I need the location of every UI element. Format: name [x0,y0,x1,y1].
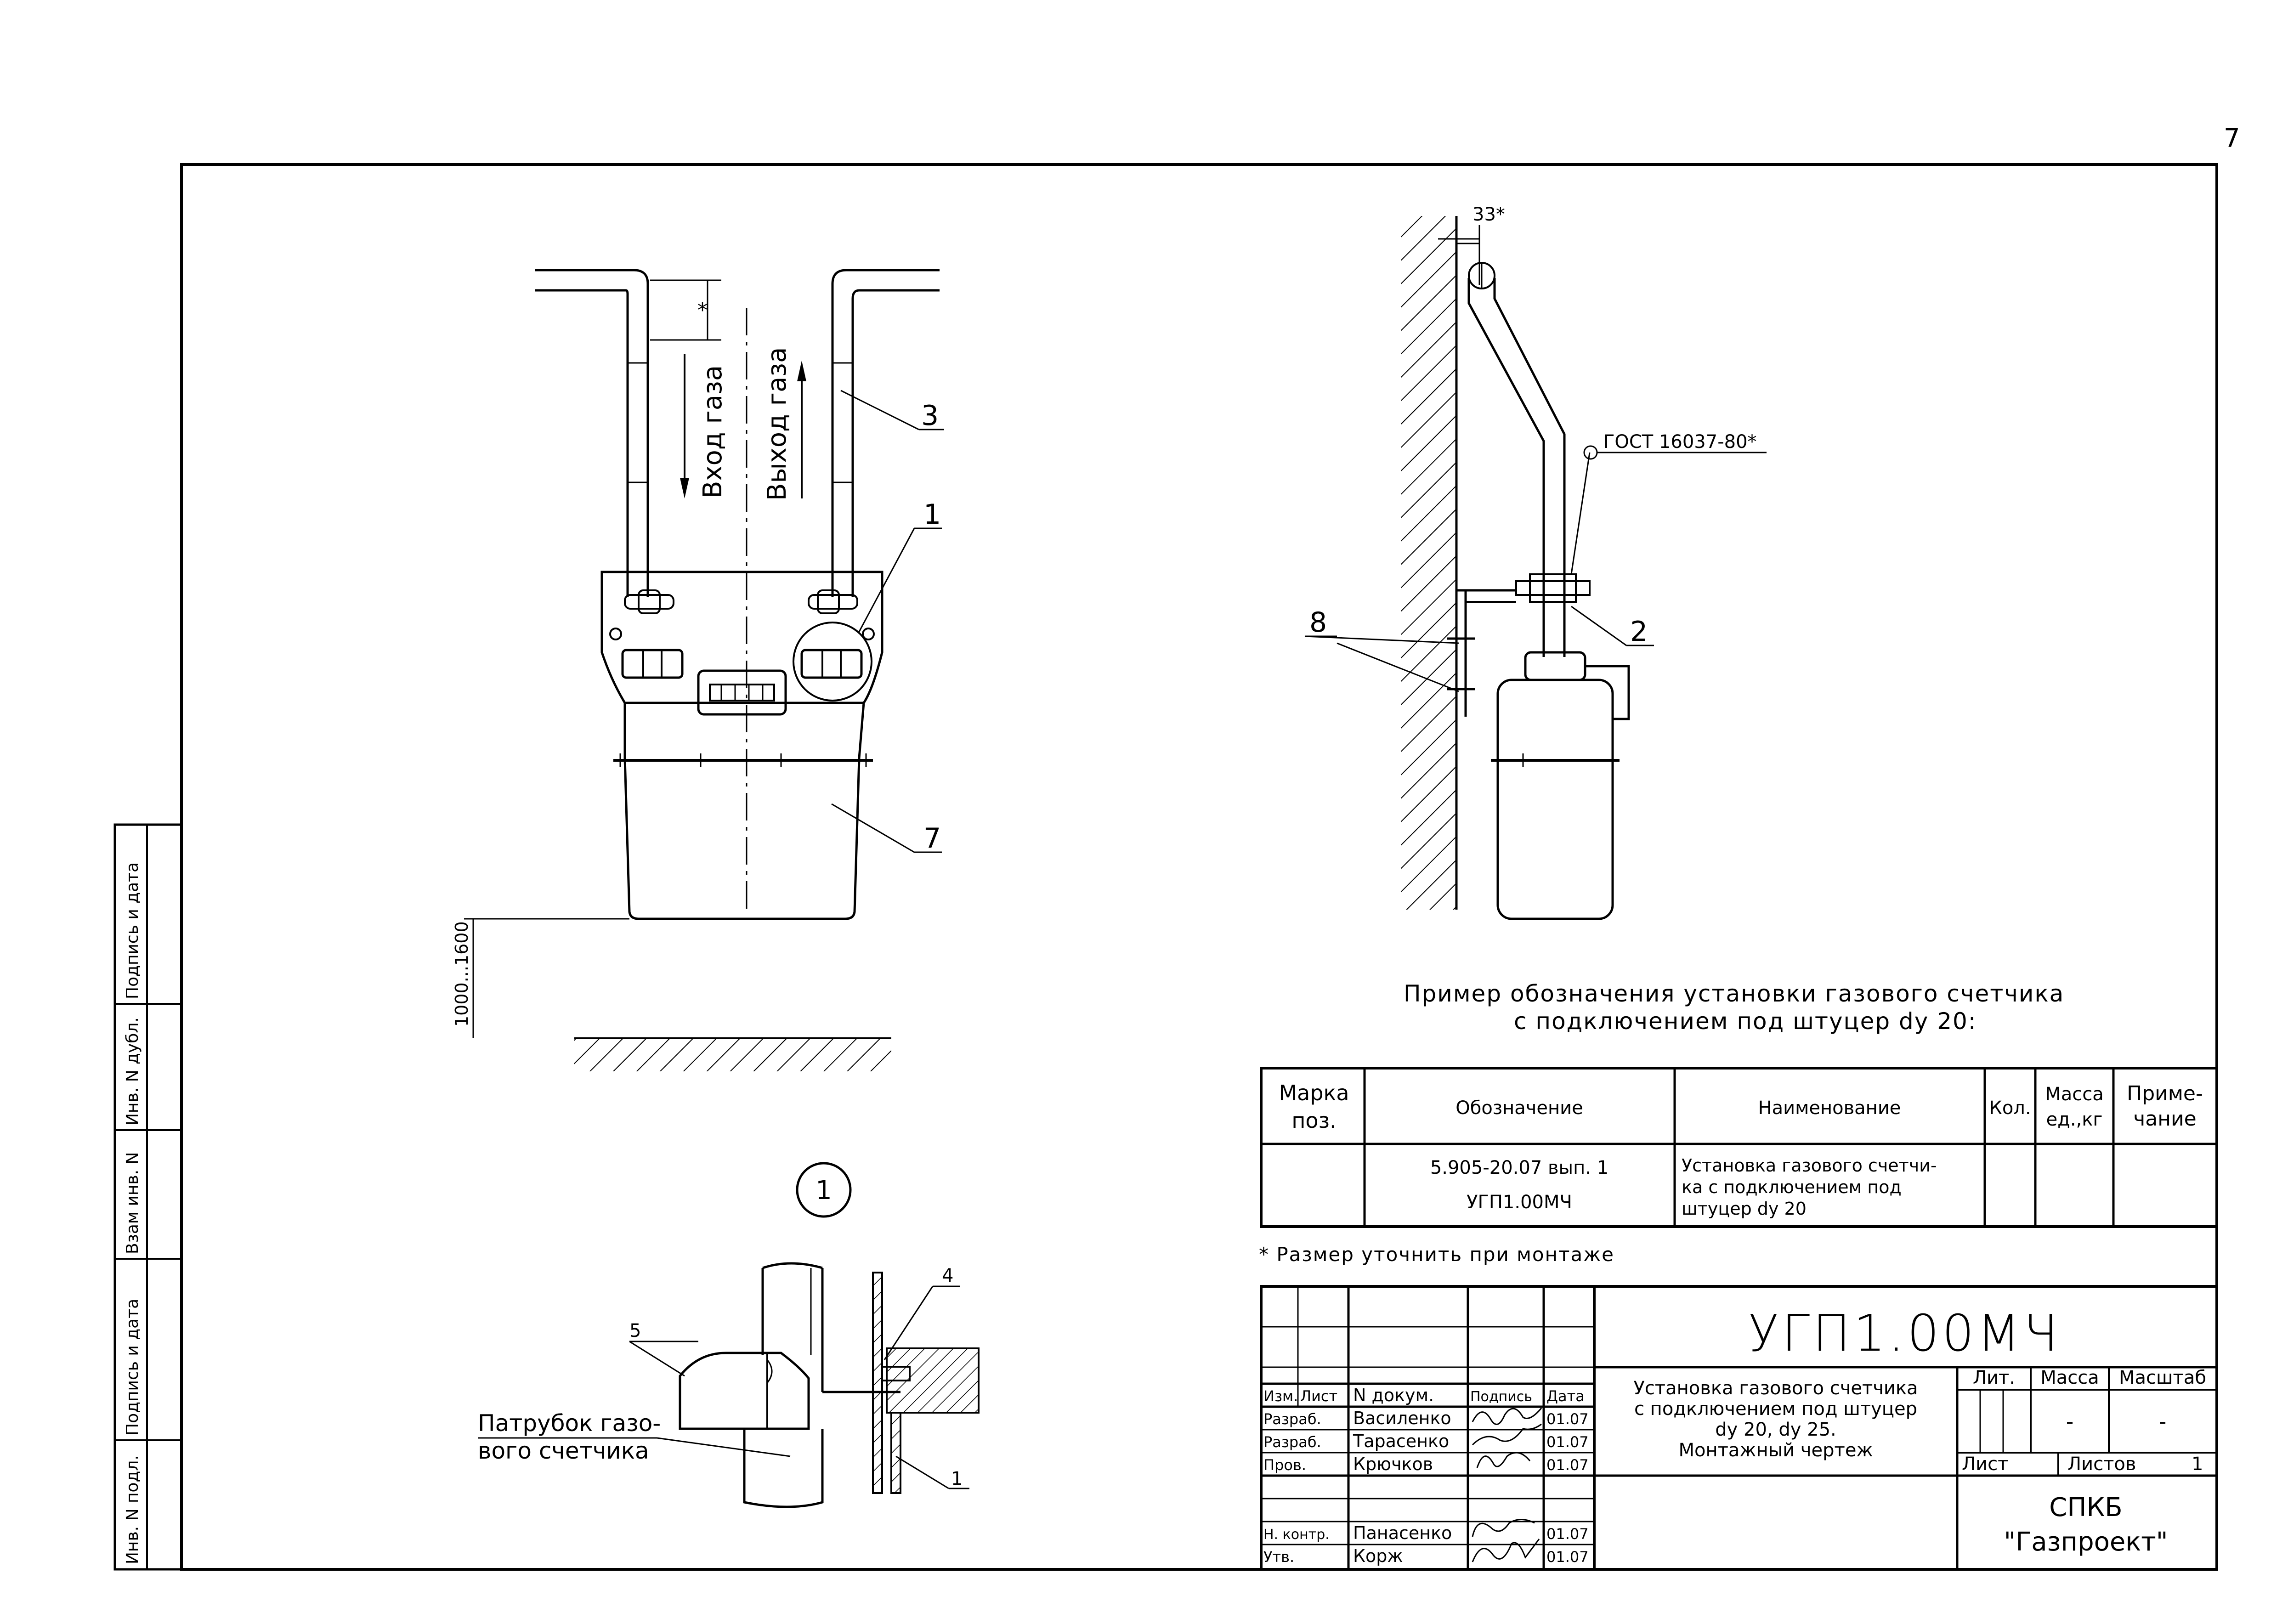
side-view: 33* ГОСТ 16037-80* 8 2 [1304,204,1767,920]
sheets-label: Листов [2067,1454,2136,1475]
person-name-1: Василенко [1353,1408,1451,1428]
col-date: Дата [1546,1387,1585,1405]
col-list: Лист [1300,1387,1337,1405]
example-title-line-2: с подключением под штуцер dy 20: [1514,1008,1977,1035]
stamp-podpis-data-1: Подпись и дата [123,1299,142,1436]
spec-header-mark-1: Марка [1279,1081,1349,1105]
signature-5 [1472,1539,1540,1562]
person-date-3: 01.07 [1546,1456,1589,1474]
detail-callout-1: 1 [951,1468,963,1489]
mass-label: Масса [2040,1367,2099,1388]
spec-header-mass-1: Масса [2045,1084,2104,1105]
person-name-3: Крючков [1353,1454,1433,1474]
person-role-1: Разраб. [1263,1410,1321,1428]
dim-33: 33* [1472,204,1505,225]
scale-value: - [2159,1409,2167,1434]
gost-note: ГОСТ 16037-80* [1603,431,1757,453]
spec-header-mark-2: поз. [1291,1108,1336,1133]
detail-view: 1 4 1 5 Патрубок газо- вого счетчи [478,1162,980,1508]
col-izm: Изм. [1263,1387,1298,1405]
callout-5: 5 [629,1320,641,1341]
person-name-4: Панасенко [1353,1523,1452,1543]
size-note: * Размер уточнить при монтаже [1259,1243,1614,1266]
spec-header-mass-2: ед.,кг [2046,1109,2103,1130]
detail-pipe-label-1: Патрубок газо- [478,1410,661,1437]
detail-pipe-label-2: вого счетчика [478,1437,649,1464]
page-number: 7 [2224,124,2240,153]
person-date-5: 01.07 [1546,1548,1589,1566]
front-view: * Вход газа Выход газа 3 1 [452,269,944,1071]
example-title-line-1: Пример обозначения установки газового сч… [1404,980,2064,1007]
spec-row-name-2: ка с подключением под [1682,1177,1902,1197]
mass-value: - [2066,1409,2074,1434]
label-gas-in: Вход газа [698,365,728,498]
org-name-1: СПКБ [2049,1493,2122,1522]
col-sign: Подпись [1470,1389,1532,1405]
person-date-1: 01.07 [1546,1410,1589,1428]
signature-4 [1472,1519,1535,1537]
side-stamp: Инв. N подл. Подпись и дата Взам инв. N … [113,823,183,1571]
title-code: УГП1.00МЧ [1748,1304,2061,1363]
person-role-4: Н. контр. [1263,1527,1330,1543]
spec-header-name: Наименование [1758,1098,1901,1119]
dim-star: * [697,299,708,322]
callout-4: 4 [942,1265,953,1286]
callout-8: 8 [1309,606,1327,639]
spec-row-name-1: Установка газового счетчи- [1682,1155,1937,1176]
person-name-5: Корж [1353,1546,1403,1566]
scale-label: Масштаб [2119,1367,2206,1388]
signature-2 [1472,1423,1542,1446]
spec-row-designation-2: УГП1.00МЧ [1467,1192,1572,1213]
sheets-value: 1 [2192,1454,2203,1475]
stamp-vzam-inv: Взам инв. N [123,1152,142,1254]
person-date-2: 01.07 [1546,1433,1589,1451]
dim-height: 1000...1600 [452,921,472,1027]
spec-header-qty: Кол. [1989,1098,2031,1119]
title-description-2: с подключением под штуцер [1634,1398,1917,1420]
person-role-2: Разраб. [1263,1433,1321,1451]
spec-row-designation-1: 5.905-20.07 вып. 1 [1430,1157,1608,1178]
person-role-3: Пров. [1263,1456,1306,1474]
stamp-inv-dubl: Инв. N дубл. [123,1017,142,1126]
spec-header-note-2: чание [2133,1107,2196,1131]
detail-callout: 1 [816,1176,832,1205]
person-name-2: Тарасенко [1353,1431,1449,1451]
callout-1: 1 [923,498,941,531]
signature-3 [1476,1452,1531,1468]
signature-1 [1472,1408,1542,1425]
lit-label: Лит. [1973,1367,2015,1388]
org-name-2: "Газпроект" [2004,1527,2168,1557]
callout-3: 3 [921,400,939,432]
callout-2: 2 [1630,616,1648,648]
callout-7: 7 [923,822,941,854]
title-block: УГП1.00МЧ Установка газового счетчика с … [1260,1285,2218,1571]
title-description-4: Монтажный чертеж [1678,1440,1873,1461]
spec-header-designation: Обозначение [1455,1098,1583,1119]
label-gas-out: Выход газа [762,347,792,501]
spec-row-name-3: штуцер dy 20 [1682,1199,1807,1219]
title-description-3: dy 20, dy 25. [1715,1419,1836,1440]
sheet-label: Лист [1962,1454,2008,1475]
col-doc: N докум. [1353,1385,1434,1405]
person-date-4: 01.07 [1546,1525,1589,1543]
spec-table: Марка поз. Обозначение Наименование Кол.… [1260,1067,2218,1228]
spec-header-note-1: Приме- [2127,1082,2203,1105]
stamp-inv-podl: Инв. N подл. [123,1455,142,1564]
title-description-1: Установка газового счетчика [1633,1378,1918,1399]
person-role-5: Утв. [1263,1548,1294,1566]
stamp-podpis-data-2: Подпись и дата [123,862,142,999]
